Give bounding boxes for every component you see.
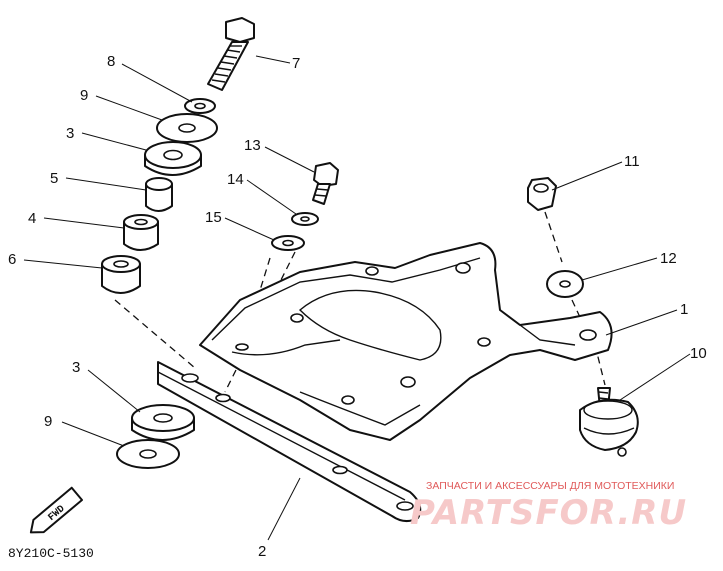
callout-8: 8 — [107, 53, 115, 70]
part-6-collar — [101, 255, 141, 294]
callout-2: 2 — [258, 543, 266, 560]
part-3-mount-upper — [144, 141, 202, 176]
part-11-nut — [527, 177, 557, 211]
watermark: ЗАПЧАСТИ И АКСЕССУАРЫ ДЛЯ МОТОТЕХНИКИ PA… — [410, 480, 687, 533]
fwd-arrow-icon: FWD — [29, 486, 83, 534]
callout-7: 7 — [292, 55, 300, 72]
callout-3-lower: 3 — [72, 359, 80, 376]
part-12-washer — [546, 270, 584, 298]
callout-12: 12 — [660, 250, 677, 267]
callout-11: 11 — [624, 153, 640, 170]
part-2-rail — [157, 361, 422, 522]
callout-15: 15 — [205, 209, 222, 226]
callout-6: 6 — [8, 251, 16, 268]
callout-4: 4 — [28, 210, 36, 227]
watermark-brand: PARTSFOR.RU — [410, 493, 687, 533]
callout-9-lower: 9 — [44, 413, 52, 430]
leader-lines — [23, 55, 691, 541]
part-9-washer-lower — [116, 439, 180, 469]
part-5-spacer — [145, 177, 173, 212]
callout-5: 5 — [50, 170, 58, 187]
part-10-damper — [579, 387, 639, 457]
part-8-washer — [184, 98, 216, 114]
part-9-washer-upper — [156, 113, 218, 143]
callout-10: 10 — [690, 345, 707, 362]
watermark-subtitle: ЗАПЧАСТИ И АКСЕССУАРЫ ДЛЯ МОТОТЕХНИКИ — [426, 480, 674, 492]
part-13-bolt — [312, 162, 339, 205]
callout-14: 14 — [227, 171, 244, 188]
part-15-washer — [271, 235, 305, 251]
callout-labels: 7 8 9 3 5 4 6 13 14 15 11 12 1 10 3 9 2 — [8, 53, 707, 560]
callout-3-upper: 3 — [66, 125, 74, 142]
callout-9-upper: 9 — [80, 87, 88, 104]
diagram-code: 8Y210C-5130 — [8, 546, 94, 561]
part-7-bolt — [207, 17, 255, 91]
part-4-spacer — [123, 214, 159, 251]
part-14-washer — [291, 212, 319, 226]
part-1-bracket — [199, 242, 613, 441]
callout-13: 13 — [244, 137, 261, 154]
part-3-mount-lower — [131, 404, 195, 441]
callout-1: 1 — [680, 301, 688, 318]
